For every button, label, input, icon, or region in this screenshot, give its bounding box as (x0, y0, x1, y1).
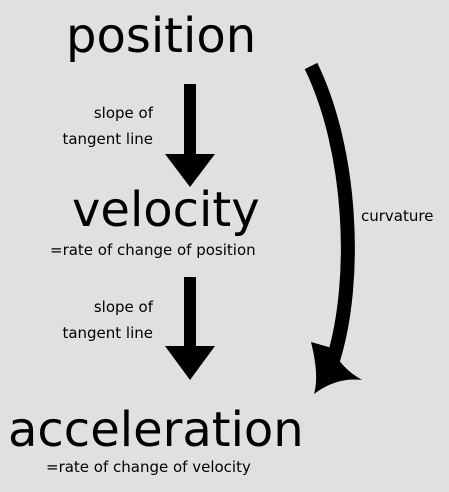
edge-label-bottom: slope of tangent line (62, 294, 153, 346)
edge-label-top: slope of tangent line (62, 100, 153, 152)
arrow-position-to-velocity (165, 84, 215, 187)
edge-label-top-line2: tangent line (62, 130, 153, 148)
arrow-position-to-acceleration (304, 62, 362, 394)
node-acceleration-subtitle: =rate of change of velocity (46, 458, 251, 476)
edge-label-top-line1: slope of (93, 104, 153, 122)
edge-label-curvature: curvature (361, 207, 434, 225)
node-acceleration-title: acceleration (8, 402, 304, 458)
edge-label-bottom-line1: slope of (93, 298, 153, 316)
arrow-velocity-to-acceleration (165, 277, 215, 380)
node-position-title: position (66, 8, 257, 64)
edge-label-bottom-line2: tangent line (62, 324, 153, 342)
node-velocity-title: velocity (72, 182, 260, 238)
node-velocity-subtitle: =rate of change of position (50, 241, 256, 259)
